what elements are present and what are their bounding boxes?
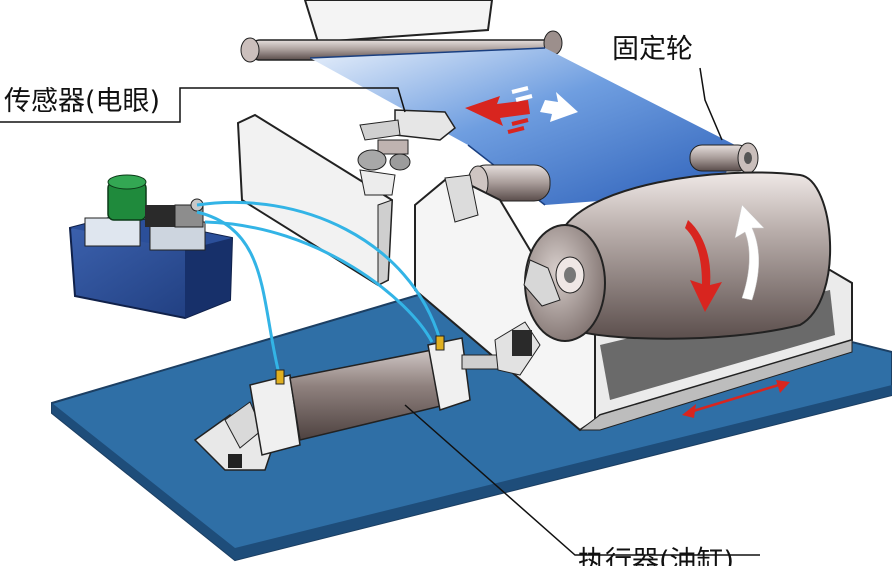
hose-1 <box>196 200 442 341</box>
actuator-cylinder <box>193 321 541 471</box>
guide-panel <box>236 113 394 287</box>
film-direction-arrows <box>465 86 578 134</box>
sensor-leader-line <box>0 87 406 123</box>
sensor-label: 传感器(电眼) <box>4 86 161 117</box>
fixed-wheel-leader-line <box>699 67 723 141</box>
red-arrow-down-icon <box>685 220 722 312</box>
fixed-wheel-label: 固定轮 <box>612 34 693 65</box>
white-dashes <box>511 86 533 102</box>
fixed-wheel <box>689 142 759 174</box>
red-dashes <box>507 118 529 134</box>
hose-2 <box>196 210 282 379</box>
lateral-movement-arrow <box>682 380 790 418</box>
white-arrow-right-icon <box>540 92 578 122</box>
sensor-assembly <box>357 109 456 196</box>
main-drum <box>444 171 832 342</box>
hydraulic-pump-unit <box>68 174 234 320</box>
white-arrow-up-icon <box>734 204 765 301</box>
drum-rotation-arrows <box>685 204 765 312</box>
actuator-label: 执行器(油缸) <box>578 546 735 566</box>
hose-3 <box>204 220 434 343</box>
paper-roll-top <box>303 0 494 44</box>
red-arrow-left-icon <box>465 96 530 126</box>
actuator-leader-line <box>404 404 760 556</box>
